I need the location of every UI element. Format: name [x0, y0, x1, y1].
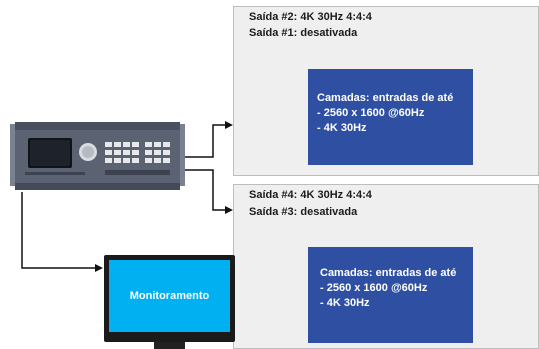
layers-resolution-1: - 2560 x 1600 @60Hz	[320, 282, 428, 294]
monitor: Monitoramento	[104, 255, 235, 349]
output-panel-top: Saída #2: 4K 30Hz 4:4:4 Saída #1: desati…	[233, 6, 539, 176]
arrow-to-monitor	[21, 192, 103, 272]
layers-heading: Camadas: entradas de até	[317, 92, 454, 104]
output-3-label: Saída #3: desativada	[249, 206, 358, 218]
output-2-label: Saída #2: 4K 30Hz 4:4:4	[249, 11, 372, 23]
output-panel-bottom: Saída #4: 4K 30Hz 4:4:4 Saída #3: desati…	[233, 184, 539, 349]
monitor-icon	[104, 255, 235, 349]
layers-resolution-1: - 2560 x 1600 @60Hz	[317, 107, 425, 119]
arrow-to-output-top	[185, 121, 233, 158]
layers-box-top: Camadas: entradas de até - 2560 x 1600 @…	[308, 69, 473, 165]
arrow-to-output-bottom	[185, 169, 233, 214]
layers-box-bottom: Camadas: entradas de até - 2560 x 1600 @…	[308, 247, 473, 343]
monitor-label: Monitoramento	[129, 290, 210, 302]
layers-heading: Camadas: entradas de até	[320, 267, 457, 279]
output-1-label: Saída #1: desativada	[249, 27, 358, 39]
output-4-label: Saída #4: 4K 30Hz 4:4:4	[249, 189, 372, 201]
layers-resolution-2: - 4K 30Hz	[320, 297, 370, 309]
video-processor-device-icon	[10, 122, 185, 190]
layers-resolution-2: - 4K 30Hz	[317, 122, 367, 134]
